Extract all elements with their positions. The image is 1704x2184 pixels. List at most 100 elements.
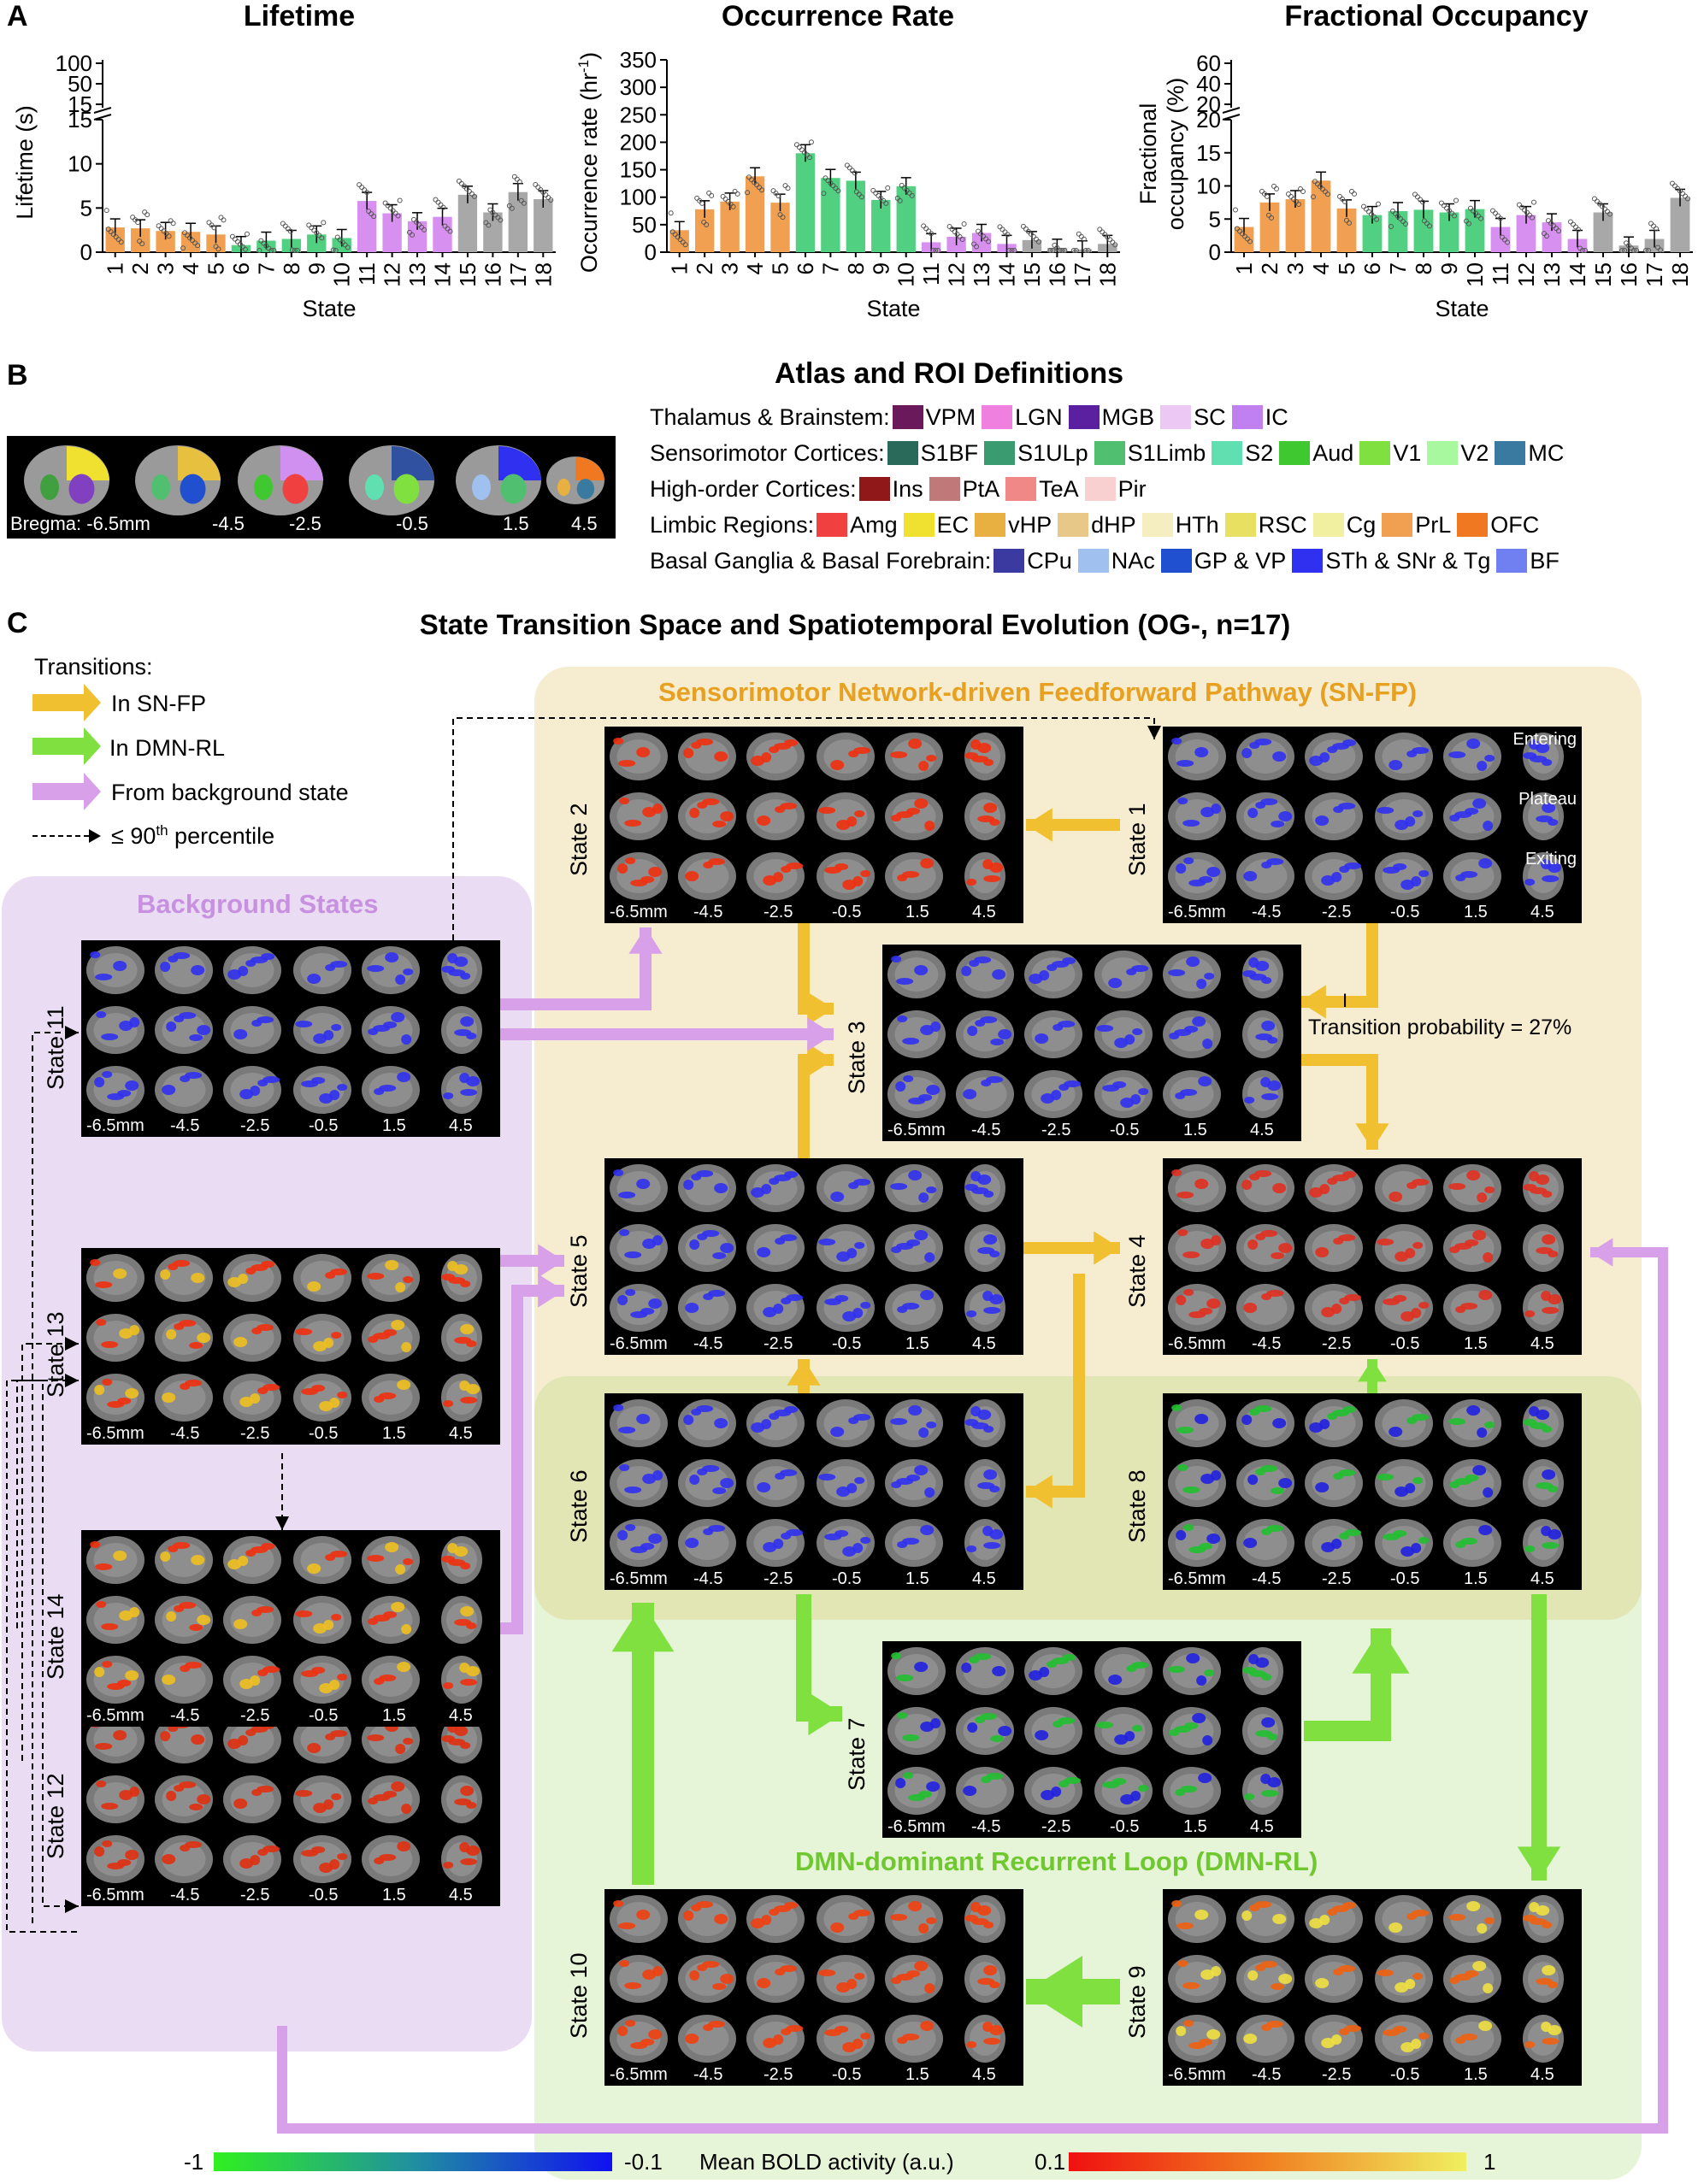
arrow-s3-s4-head [1355, 1123, 1389, 1150]
activation-blob [1266, 1290, 1283, 1297]
activation-blob [918, 1923, 929, 1934]
activation-blob [1124, 1731, 1135, 1741]
slice-label: -0.5 [1390, 1569, 1419, 1589]
arrow-s7-s8 [1304, 1628, 1381, 1731]
activation-blob [113, 1730, 127, 1740]
activation-blob [295, 1790, 312, 1797]
activation-blob [683, 748, 693, 758]
activation-blob [256, 1324, 274, 1331]
activation-blob [1131, 1662, 1148, 1669]
activation-blob [1108, 1675, 1122, 1685]
activation-blob [191, 1273, 204, 1283]
activation-blob [397, 1662, 410, 1672]
activation-blob [1278, 811, 1292, 821]
activation-blob [964, 1184, 978, 1191]
activation-blob [908, 1901, 922, 1911]
brain-slices [81, 1248, 500, 1445]
brain-slices [604, 727, 1023, 923]
activation-blob [113, 1269, 127, 1279]
activation-blob [1035, 1730, 1048, 1740]
slice-label: -6.5mm [887, 1121, 946, 1140]
activation-blob [897, 1015, 907, 1022]
activation-blob [761, 1915, 771, 1925]
activation-blob [918, 761, 929, 771]
activation-blob [918, 1428, 929, 1438]
slice-labels: -6.5mm-4.5-2.5-0.51.54.5 [882, 1817, 1301, 1838]
activation-blob [636, 1414, 650, 1424]
activation-blob [1266, 858, 1283, 865]
activation-blob [617, 1295, 628, 1305]
activation-blob [926, 1422, 936, 1428]
activation-blob [454, 1337, 471, 1344]
activation-blob [117, 1680, 131, 1687]
activation-blob [102, 1661, 112, 1668]
activation-blob [1131, 965, 1148, 972]
activation-blob [1211, 1966, 1221, 1976]
activation-blob [854, 810, 864, 817]
activation-blob [890, 1914, 907, 1921]
activation-blob [1064, 1080, 1081, 1087]
activation-blob [1478, 2021, 1492, 2031]
activation-blob [1171, 1169, 1182, 1176]
activation-blob [914, 965, 928, 975]
state-image-s9: -6.5mm-4.5-2.5-0.51.54.5 [1163, 1889, 1582, 2086]
activation-blob [702, 1465, 719, 1472]
activation-blob [1393, 2026, 1406, 2033]
activation-blob [970, 1171, 981, 1181]
activation-blob [1536, 1247, 1553, 1254]
activation-blob [295, 1021, 312, 1027]
activation-blob [307, 974, 321, 984]
slice-label: -4.5 [693, 2065, 722, 2085]
activation-blob [1171, 1404, 1182, 1411]
activation-blob [1529, 1902, 1539, 1912]
brain-slice-inner [1176, 1962, 1219, 1996]
activation-blob [1248, 1654, 1259, 1664]
activation-blob [1183, 857, 1194, 864]
activation-blob [395, 1744, 405, 1754]
activation-blob [454, 1619, 471, 1626]
brain-slice-inner [1176, 799, 1219, 833]
activation-blob [1542, 875, 1559, 882]
state-image-s8: -6.5mm-4.5-2.5-0.51.54.5 [1163, 1393, 1582, 1590]
activation-blob [101, 1033, 118, 1040]
brain-slice-inner [1176, 1231, 1219, 1265]
activation-blob [1405, 1483, 1415, 1493]
activation-blob [256, 1606, 274, 1613]
activation-blob [834, 1295, 848, 1302]
brain-slice-inner [895, 1654, 939, 1688]
slice-label: 4.5 [449, 1424, 473, 1444]
activation-blob [625, 857, 635, 864]
activation-blob [720, 1478, 734, 1488]
slice-label: 1.5 [1464, 1569, 1488, 1589]
activation-blob [1342, 1406, 1356, 1413]
activation-blob [1186, 1653, 1200, 1663]
activation-blob [1064, 1777, 1081, 1784]
state-image-s10: -6.5mm-4.5-2.5-0.51.54.5 [604, 1889, 1023, 2086]
activation-blob [1272, 751, 1286, 762]
slice-label: 1.5 [905, 1569, 929, 1589]
state-label-s14: State 14 [43, 1593, 69, 1680]
activation-blob [1271, 1252, 1284, 1259]
activation-blob [696, 739, 713, 745]
slice-label: -4.5 [170, 1116, 199, 1136]
activation-blob [391, 1781, 404, 1792]
activation-blob [1247, 1239, 1258, 1250]
arrow-s6-s7-head [808, 1692, 842, 1735]
activation-blob [1342, 1902, 1356, 1909]
activation-blob [1182, 1982, 1200, 1989]
activation-blob [403, 968, 413, 975]
slice-label: -4.5 [1252, 1334, 1281, 1354]
activation-blob [1460, 1303, 1477, 1310]
activation-blob [1206, 1534, 1220, 1544]
activation-blob [1182, 1251, 1200, 1258]
slice-label: -0.5 [832, 1569, 861, 1589]
slice-label: -4.5 [170, 1424, 199, 1444]
activation-blob [924, 821, 935, 831]
phase-label: Plateau [1518, 790, 1577, 809]
activation-blob [1260, 1230, 1277, 1237]
activation-blob [902, 871, 919, 878]
brain-slice-inner [824, 739, 868, 774]
slice-label: -2.5 [764, 1569, 793, 1589]
brain-slices [882, 945, 1301, 1141]
activation-blob [1331, 2034, 1341, 2045]
